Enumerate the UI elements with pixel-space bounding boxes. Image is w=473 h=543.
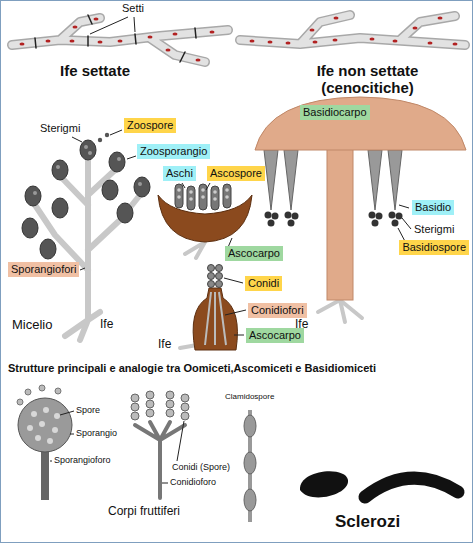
hypha-type-label: Ife non settate (cenocitiche)	[300, 62, 435, 97]
sporangiophore-tree	[35, 155, 140, 340]
part-name: Sporangiofori	[11, 263, 76, 276]
figure-label: Sclerozi	[335, 512, 400, 532]
part-name: Conidi	[248, 277, 279, 290]
figure-caption: Strutture principali e analogie tra Oomi…	[8, 362, 376, 375]
part-name: Ascospore	[210, 167, 262, 180]
part-label: Sterigmi	[414, 223, 454, 236]
conidioma	[180, 265, 237, 351]
highlight-box: Basidiospore	[399, 240, 469, 255]
part-label: Ife	[158, 338, 171, 352]
septate-hypha	[12, 15, 228, 62]
highlight-box: Sporangiofori	[8, 262, 79, 277]
highlight-box: Zoospore	[124, 118, 176, 133]
part-label: Ife	[295, 318, 308, 332]
part-name: Ascocarpo	[249, 329, 301, 342]
part-name: Ascocarpo	[228, 247, 280, 260]
part-label: Ife	[158, 338, 171, 352]
part-label: Conidioforo	[170, 477, 216, 487]
leader-line	[90, 17, 135, 34]
part-name: Zoosporangio	[140, 145, 207, 158]
part-label: Conidi (Spore)	[172, 462, 230, 472]
figure-caption: Strutture principali e analogie tra Oomi…	[8, 362, 376, 375]
hypha-type-label: Ife settate	[60, 62, 130, 79]
part-label: Spore	[76, 405, 100, 415]
part-label: Conidi (Spore)	[172, 462, 230, 472]
sporangium	[17, 385, 72, 500]
part-name: Basidio	[415, 201, 451, 214]
hypha-type-label: Ife settate	[60, 62, 130, 79]
coenocytic-hypha	[240, 15, 465, 46]
part-label: Clamidospore	[225, 392, 274, 401]
highlight-box: Ascospore	[207, 166, 265, 181]
leader-line	[224, 278, 246, 335]
part-name: Zoospore	[127, 119, 173, 132]
basidiocarp	[255, 97, 466, 322]
highlight-box: Aschi	[163, 166, 196, 181]
leader-line	[162, 421, 184, 483]
part-label: Ife	[295, 318, 308, 332]
zoosporangium	[22, 140, 150, 259]
part-label: Sporangioforo	[54, 455, 111, 465]
highlight-box: Conidi	[245, 276, 282, 291]
part-label: Sterigmi	[40, 122, 80, 135]
part-name: Conidiofori	[251, 304, 304, 317]
part-label: Sterigmi	[414, 223, 454, 236]
figure-label: Corpi fruttiferi	[108, 505, 180, 519]
part-name: Basidiospore	[402, 241, 466, 254]
hypha-type-label: Ife non settate (cenocitiche)	[300, 62, 435, 97]
part-name: Basidiocarpo	[303, 106, 367, 119]
highlight-box: Zoosporangio	[137, 144, 210, 159]
part-label: Sterigmi	[40, 122, 80, 135]
highlight-box: Basidio	[412, 200, 454, 215]
figure-label: Corpi fruttiferi	[108, 505, 180, 519]
chlamydospore	[244, 410, 256, 522]
part-label: Spore	[76, 405, 100, 415]
part-label: Ife	[100, 318, 113, 332]
part-label: Ife	[100, 318, 113, 332]
part-label: Conidioforo	[170, 477, 216, 487]
septa-label: Setti	[122, 2, 144, 15]
highlight-box: Ascocarpo	[225, 246, 283, 261]
leader-line	[50, 411, 74, 461]
part-name: Aschi	[166, 167, 193, 180]
figure-label: Sclerozi	[335, 512, 400, 532]
highlight-box: Basidiocarpo	[300, 105, 370, 120]
septa-label: Setti	[122, 2, 144, 15]
zoospore	[33, 133, 142, 195]
highlight-box: Conidiofori	[248, 303, 307, 318]
part-label: Sporangio	[76, 428, 117, 438]
leader-line	[182, 183, 232, 252]
leader-line	[72, 130, 136, 270]
part-label: Sporangioforo	[54, 455, 111, 465]
part-label: Clamidospore	[225, 392, 274, 401]
sclerotium	[300, 471, 458, 497]
part-label: Sporangio	[76, 428, 117, 438]
part-label: Micelio	[12, 318, 52, 333]
part-label: Micelio	[12, 318, 52, 333]
